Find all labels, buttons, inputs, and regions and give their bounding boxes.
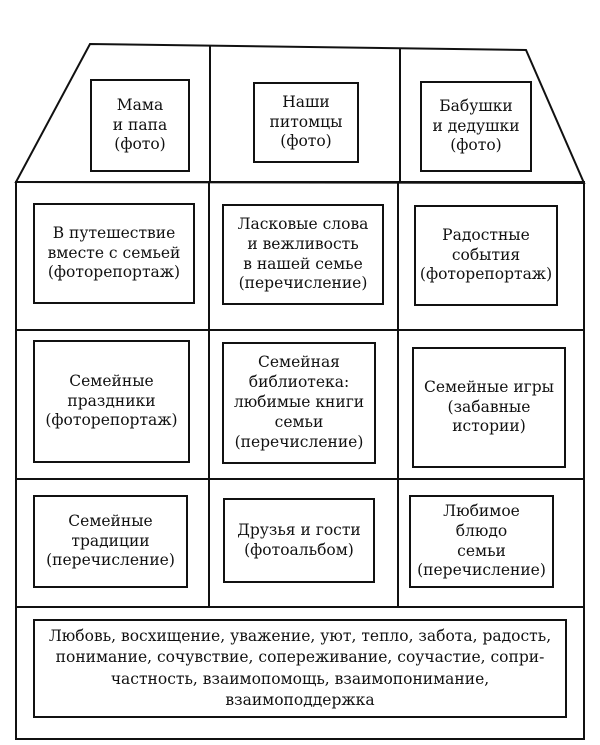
box-travel: В путешествие вместе с семьей (фоторепор… [33,203,195,304]
box-family-traditions: Семейные традиции (перечисление) [33,495,188,588]
house-body-outline [15,181,585,740]
box-parents: Мама и папа (фото) [90,79,190,172]
box-pets: Наши питомцы (фото) [253,82,359,163]
box-family-holidays: Семейные праздники (фоторепортаж) [33,340,190,463]
box-kind-words: Ласковые слова и вежливость в нашей семь… [222,204,384,305]
box-family-library: Семейная библиотека: любимые книги семьи… [222,342,376,464]
box-grandparents: Бабушки и дедушки (фото) [420,81,532,172]
box-family-games: Семейные игры (забавные истории) [412,347,566,468]
box-joyful-events: Радостные события (фоторепортаж) [414,205,558,306]
box-family-values: Любовь, восхищение, уважение, уют, тепло… [33,619,567,718]
box-friends-guests: Друзья и гости (фотоальбом) [223,498,375,583]
box-favorite-dish: Любимое блюдо семьи (перечисление) [409,495,554,588]
